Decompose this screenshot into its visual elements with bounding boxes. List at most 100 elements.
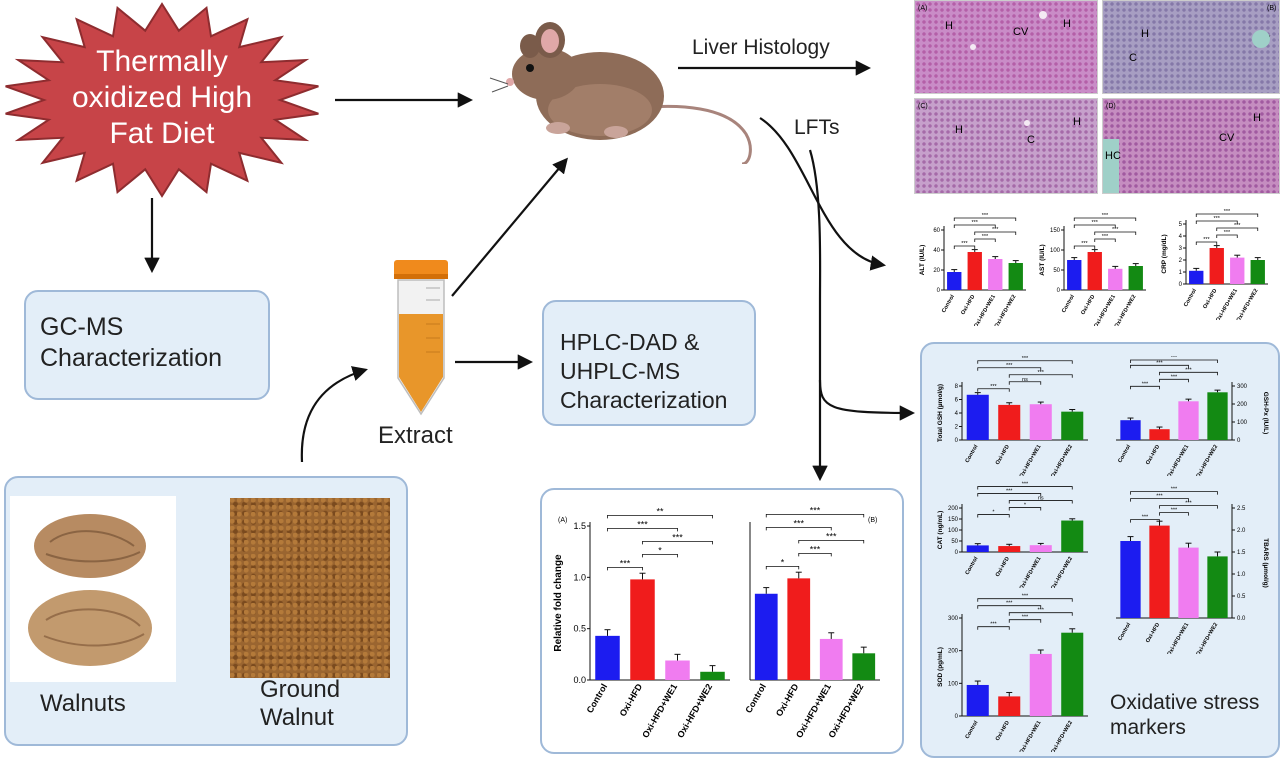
bar-oxi-hfd — [1087, 252, 1102, 290]
significance-bracket — [607, 514, 713, 519]
significance-label: ns — [1022, 377, 1028, 383]
significance-label: *** — [990, 384, 997, 390]
category-label: Control — [1183, 288, 1198, 308]
category-label: Control — [1061, 294, 1076, 314]
category-label: Oxi-HFD — [774, 682, 801, 719]
tick-label: 5 — [1179, 222, 1183, 228]
significance-bracket — [1130, 519, 1160, 523]
significance-bracket — [1008, 500, 1073, 504]
significance-bracket — [1216, 234, 1238, 238]
bar-oxi-hfd — [998, 546, 1021, 552]
y-axis-label: SOD (pg/mL) — [937, 647, 944, 687]
significance-label: * — [658, 545, 662, 555]
significance-label: *** — [672, 532, 683, 542]
y-axis-label: CAT (ng/mL) — [937, 511, 944, 550]
svg-text:CV: CV — [1219, 132, 1235, 144]
significance-label: *** — [992, 227, 999, 233]
y-axis-label: CRP (mg/dL) — [1161, 234, 1168, 273]
significance-bracket — [1130, 364, 1189, 369]
significance-bracket — [977, 367, 1042, 371]
tick-label: 200 — [1237, 402, 1248, 408]
bar-control — [966, 684, 989, 716]
significance-label: *** — [1022, 356, 1029, 362]
tick-label: 2 — [955, 425, 959, 431]
significance-bracket — [953, 217, 1017, 221]
significance-label: *** — [1156, 494, 1163, 500]
significance-bracket — [1130, 491, 1218, 495]
significance-bracket — [1130, 498, 1189, 502]
significance-label: *** — [1171, 374, 1178, 380]
tick-label: 1.5 — [573, 521, 586, 531]
category-label: Oxi-HFD — [1080, 294, 1096, 316]
significance-label: ** — [656, 506, 664, 516]
tick-label: 100 — [948, 681, 959, 687]
significance-label: ns — [1038, 496, 1044, 502]
category-label: Control — [585, 682, 610, 715]
bar-oxi-hfd — [967, 252, 982, 290]
tick-label: 200 — [948, 506, 959, 512]
category-label: Oxi-HFD+WE1 — [1019, 444, 1043, 476]
tick-label: 50 — [1053, 268, 1060, 274]
tick-label: 4 — [955, 411, 959, 417]
bar-oxi-hfd — [787, 578, 811, 680]
significance-label: *** — [1234, 223, 1241, 229]
mouse-illustration — [489, 22, 752, 164]
significance-label: *** — [990, 622, 997, 628]
significance-label: *** — [1102, 234, 1109, 240]
category-label: Oxi-HFD+WE1 — [1215, 288, 1239, 320]
category-label: Oxi-HFD — [618, 682, 645, 719]
category-label: Control — [1117, 622, 1132, 642]
tick-label: 0 — [1179, 282, 1183, 288]
tick-label: 2.5 — [1237, 506, 1246, 512]
category-label: Control — [965, 444, 980, 464]
significance-bracket — [607, 527, 678, 532]
bar-oxi-hfd-we2 — [1008, 263, 1023, 290]
category-label: Oxi-HFD — [995, 556, 1011, 578]
significance-bracket — [798, 552, 832, 557]
bar-control — [1189, 270, 1204, 284]
category-label: Control — [1117, 444, 1132, 464]
significance-label: * — [992, 510, 995, 516]
significance-label: *** — [1022, 594, 1029, 600]
bar-oxi-hfd-we1 — [1178, 401, 1199, 440]
bar-oxi-hfd — [1149, 525, 1170, 618]
bar-oxi-hfd-we2 — [852, 653, 876, 680]
svg-text:H: H — [1141, 28, 1149, 40]
category-label: Oxi-HFD+WE2 — [826, 682, 865, 740]
oxidative-stress-label: Oxidative stress markers — [1110, 691, 1260, 739]
panel-tag: (B) — [868, 517, 877, 524]
bar-oxi-hfd-we1 — [1108, 268, 1123, 290]
walnut-box: Walnuts Ground Walnut — [4, 476, 408, 746]
significance-bracket — [1094, 231, 1137, 235]
tick-label: 1.0 — [1237, 572, 1246, 578]
significance-label: *** — [1038, 608, 1045, 614]
category-label: Control — [965, 720, 980, 740]
bar-oxi-hfd-we2 — [1128, 266, 1143, 290]
significance-bracket — [765, 513, 865, 518]
svg-text:H: H — [1073, 116, 1081, 128]
liver-histology-label: Liver Histology — [692, 36, 830, 59]
significance-bracket — [974, 238, 996, 242]
significance-bracket — [1073, 217, 1137, 221]
significance-bracket — [977, 514, 1010, 518]
tick-label: 0 — [955, 438, 959, 444]
histology-panel-c: (C) H C H — [914, 98, 1098, 194]
category-label: Oxi-HFD+WE1 — [1019, 720, 1043, 752]
category-label: Oxi-HFD+WE1 — [640, 682, 679, 740]
significance-bracket — [977, 486, 1073, 490]
significance-label: *** — [1203, 237, 1210, 243]
significance-bracket — [977, 598, 1073, 602]
tick-label: 0 — [955, 550, 959, 556]
tick-label: 1.0 — [573, 572, 586, 582]
significance-label: *** — [826, 531, 837, 541]
significance-bracket — [1159, 371, 1218, 376]
extract-tube-icon — [394, 260, 448, 416]
bar-oxi-hfd-we2 — [1061, 632, 1084, 716]
bar-oxi-hfd — [1149, 429, 1170, 440]
tick-label: 150 — [1050, 228, 1061, 234]
significance-label: *** — [1006, 363, 1013, 369]
significance-bracket — [1094, 238, 1116, 242]
